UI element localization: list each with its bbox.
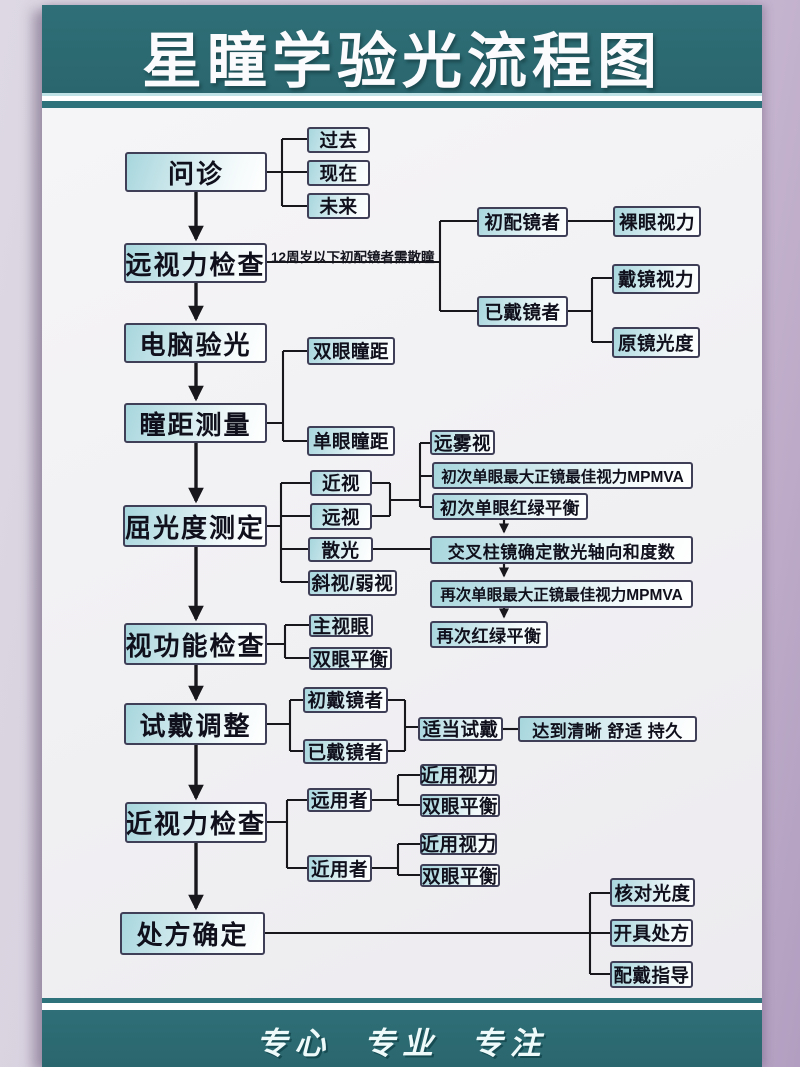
- header-band: [42, 5, 762, 93]
- node-distance-fogging: 远雾视: [430, 430, 495, 455]
- node-first-wearer: 初戴镜者: [303, 687, 388, 713]
- node-prescription: 处方确定: [120, 912, 265, 955]
- node-distance-vision-check: 远视力检查: [124, 243, 267, 283]
- node-near-vision-check: 近视力检查: [125, 802, 267, 843]
- node-first-red-green-balance: 初次单眼红绿平衡: [432, 493, 588, 520]
- node-cross-cylinder: 交叉柱镜确定散光轴向和度数: [430, 536, 693, 564]
- node-monocular-pd: 单眼瞳距: [307, 426, 395, 456]
- node-binocular-balance: 双眼平衡: [309, 647, 392, 670]
- node-visual-function-check: 视功能检查: [124, 623, 267, 665]
- node-inquiry: 问诊: [125, 152, 267, 192]
- node-naked-eye-vision: 裸眼视力: [613, 206, 701, 237]
- node-binocular-pd: 双眼瞳距: [307, 337, 395, 365]
- node-existing-wearer-2: 已戴镜者: [303, 739, 388, 764]
- node-wearing-guidance: 配戴指导: [610, 961, 693, 988]
- node-distance-user: 远用者: [307, 788, 372, 812]
- node-second-mpmva: 再次单眼最大正镜最佳视力MPMVA: [430, 580, 693, 608]
- node-past: 过去: [307, 127, 370, 153]
- node-near-vision-2: 近用视力: [420, 833, 497, 855]
- node-proper-trial: 适当试戴: [418, 717, 503, 741]
- node-dominant-eye: 主视眼: [309, 614, 373, 637]
- node-first-time-wearer: 初配镜者: [477, 207, 568, 237]
- header-stripe-cyan: [42, 93, 762, 96]
- node-existing-wearer: 已戴镜者: [477, 296, 568, 327]
- footer-slogan: 专心 专业 专注: [256, 1026, 548, 1061]
- poster-title: 星瞳学验光流程图: [142, 28, 662, 95]
- node-binocular-balance-3: 双眼平衡: [420, 864, 500, 887]
- node-near-vision-1: 近用视力: [420, 764, 497, 786]
- header-stripe-white: [42, 96, 762, 101]
- node-trial-adjustment: 试戴调整: [124, 703, 267, 745]
- node-with-glasses-vision: 戴镜视力: [612, 264, 700, 294]
- node-first-mpmva: 初次单眼最大正镜最佳视力MPMVA: [432, 462, 693, 489]
- node-computer-optometry: 电脑验光: [124, 323, 267, 363]
- node-myopia: 近视: [310, 470, 372, 496]
- node-binocular-balance-2: 双眼平衡: [420, 794, 500, 817]
- node-original-lens-power: 原镜光度: [612, 327, 700, 358]
- node-issue-prescription: 开具处方: [610, 919, 693, 947]
- node-pd-measurement: 瞳距测量: [124, 403, 267, 443]
- node-strabismus-amblyopia: 斜视/弱视: [308, 570, 397, 596]
- node-future: 未来: [307, 193, 370, 219]
- footer-stripe-teal: [42, 998, 762, 1003]
- node-second-red-green-balance: 再次红绿平衡: [430, 621, 548, 648]
- node-astigmatism: 散光: [308, 537, 373, 562]
- node-near-user: 近用者: [307, 855, 372, 882]
- header-stripe-teal: [42, 101, 762, 108]
- node-achieve-clear-comfort-lasting: 达到清晰 舒适 持久: [518, 716, 697, 742]
- dilation-note: 12周岁以下初配镜者需散瞳: [271, 250, 435, 265]
- node-refraction-measurement: 屈光度测定: [123, 505, 267, 547]
- footer-band: [42, 1010, 762, 1067]
- node-present: 现在: [307, 160, 370, 186]
- footer-stripe-white: [42, 1003, 762, 1010]
- node-verify-power: 核对光度: [610, 878, 695, 907]
- node-hyperopia: 远视: [310, 503, 372, 530]
